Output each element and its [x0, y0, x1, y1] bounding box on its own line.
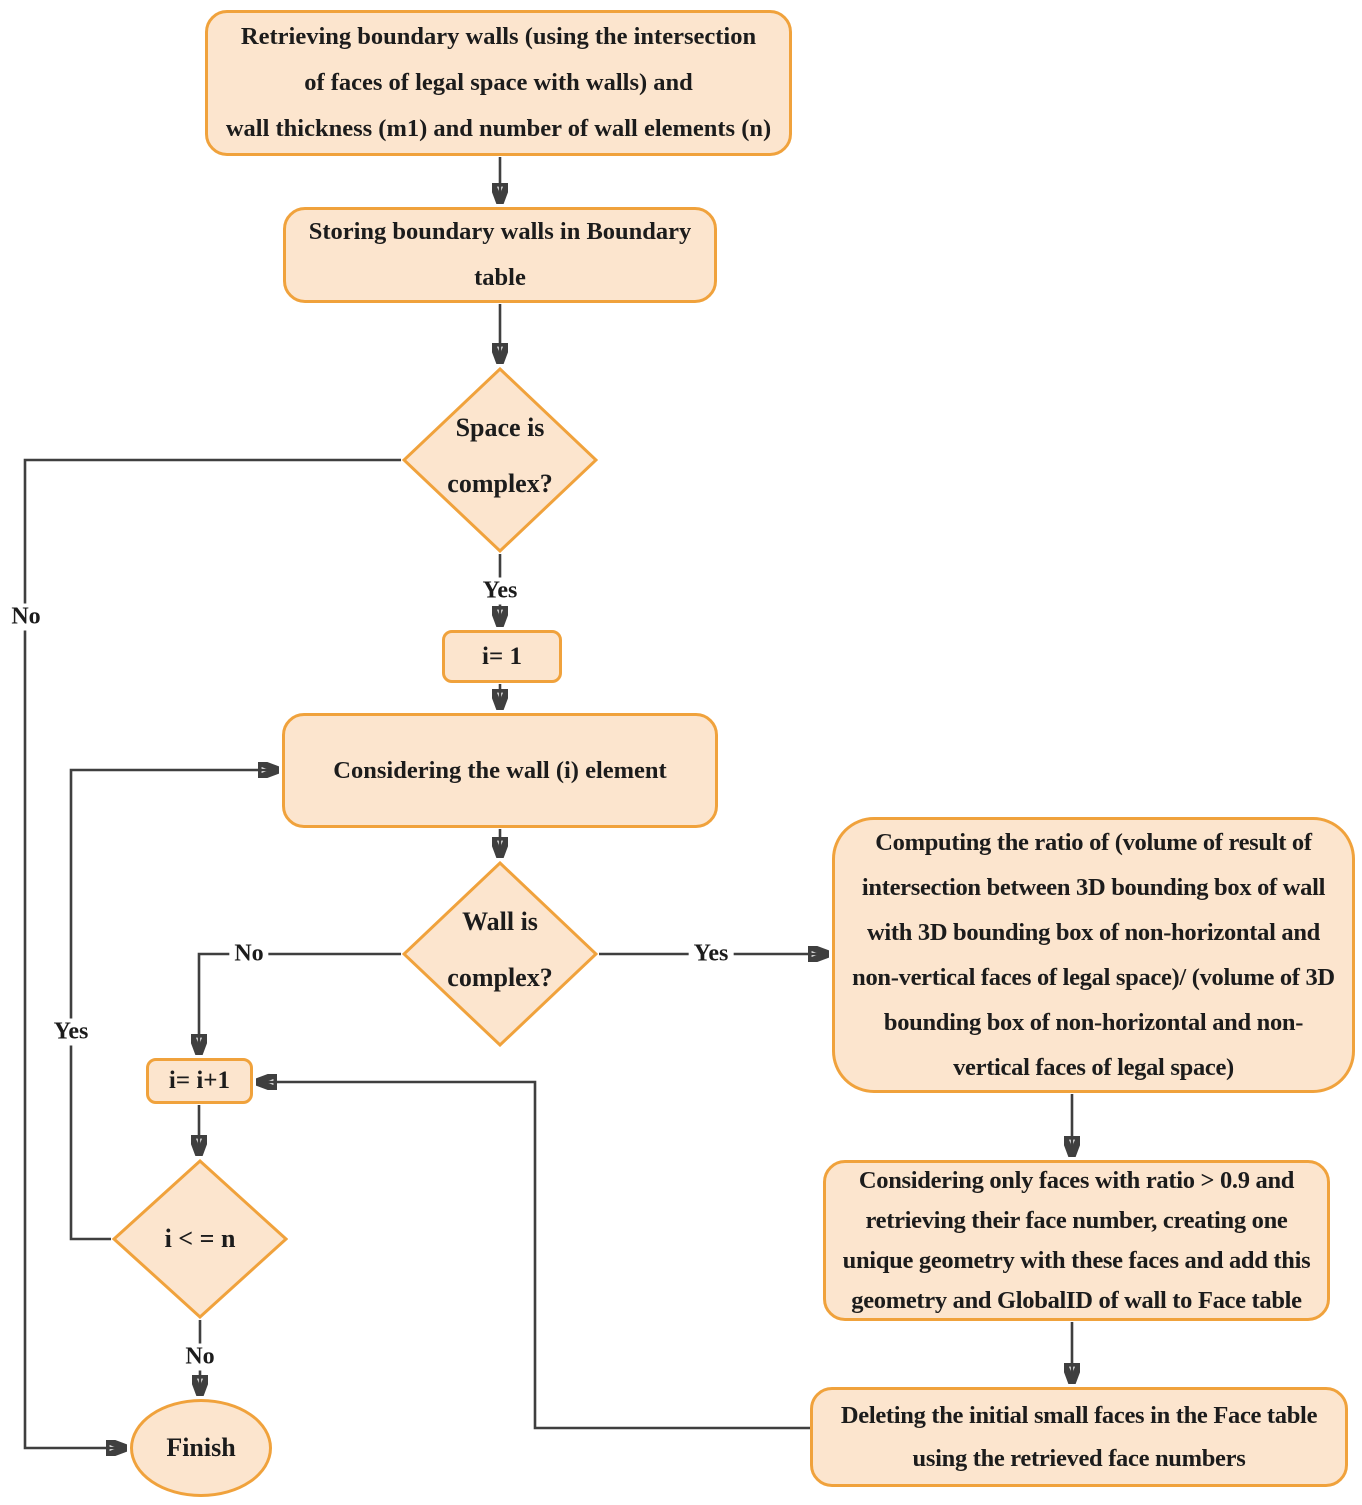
node-increment-counter: i= i+1	[146, 1058, 253, 1104]
node-text-line: Computing the ratio of (volume of result…	[875, 829, 1312, 856]
decision-text-line: Space is	[455, 413, 545, 443]
node-text-line: i= i+1	[168, 1067, 231, 1094]
node-consider-wall-element: Considering the wall (i) element	[282, 713, 718, 828]
edge-space-no-to-finish	[23, 458, 401, 1448]
edge-label-loop-no: No	[180, 1343, 220, 1371]
edge-wall-no-to-increment	[199, 952, 401, 1055]
node-text-line: Considering the wall (i) element	[333, 756, 667, 784]
node-retrieve-boundary-walls: Retrieving boundary walls (using the int…	[205, 10, 792, 156]
node-text-line: table	[474, 264, 526, 291]
decision-text-line: complex?	[447, 963, 553, 993]
node-text-line: retrieving their face number, creating o…	[865, 1206, 1288, 1234]
node-store-boundary-walls: Storing boundary walls in Boundary table	[283, 207, 717, 303]
diamond-shape	[112, 1159, 288, 1319]
node-text-line: unique geometry with these faces and add…	[842, 1246, 1311, 1274]
node-text-line: intersection between 3D bounding box of …	[861, 874, 1326, 901]
node-text-line: bounding box of non-horizontal and non-	[883, 1009, 1304, 1036]
decision-loop-check: i < = n	[112, 1159, 288, 1319]
node-text-line: Retrieving boundary walls (using the int…	[240, 23, 757, 50]
diamond-shape	[402, 861, 598, 1047]
diamond-shape	[402, 367, 598, 553]
edge-label-space-yes: Yes	[477, 577, 523, 605]
node-text-line: using the retrieved face numbers	[912, 1445, 1246, 1472]
node-text-line: non-vertical faces of legal space)/ (vol…	[852, 964, 1335, 991]
node-text-line: wall thickness (m1) and number of wall e…	[225, 115, 772, 142]
node-text-line: of faces of legal space with walls) and	[304, 69, 693, 96]
node-text-line: Deleting the initial small faces in the …	[840, 1402, 1318, 1429]
edge-label-loop-yes: Yes	[48, 1018, 94, 1046]
node-text-line: vertical faces of legal space)	[953, 1054, 1234, 1081]
decision-space-is-complex: Space is complex?	[402, 367, 598, 553]
decision-text-line: complex?	[447, 469, 553, 499]
node-text-line: with 3D bounding box of non-horizontal a…	[866, 919, 1321, 946]
node-text-line: geometry and GlobalID of wall to Face ta…	[851, 1286, 1302, 1314]
edge-label-wall-yes: Yes	[688, 940, 734, 968]
node-text-line: Considering only faces with ratio > 0.9 …	[858, 1166, 1295, 1194]
node-text-line: Storing boundary walls in Boundary	[308, 218, 692, 245]
decision-text-line: Wall is	[462, 907, 538, 937]
decision-text-line: i < = n	[164, 1224, 236, 1253]
node-init-counter: i= 1	[442, 630, 562, 683]
edge-label-space-no: No	[6, 603, 46, 631]
node-filter-faces: Considering only faces with ratio > 0.9 …	[823, 1160, 1330, 1321]
node-finish: Finish	[130, 1399, 272, 1497]
edge-label-wall-no: No	[229, 940, 269, 968]
edge-delete-loop-to-increment	[256, 1082, 810, 1430]
edge-loop-yes-to-consider	[69, 770, 279, 1241]
node-text-line: Finish	[166, 1433, 236, 1462]
node-delete-small-faces: Deleting the initial small faces in the …	[810, 1387, 1348, 1487]
node-text-line: i= 1	[482, 642, 522, 670]
decision-wall-is-complex: Wall is complex?	[402, 861, 598, 1047]
node-compute-ratio: Computing the ratio of (volume of result…	[832, 817, 1355, 1093]
